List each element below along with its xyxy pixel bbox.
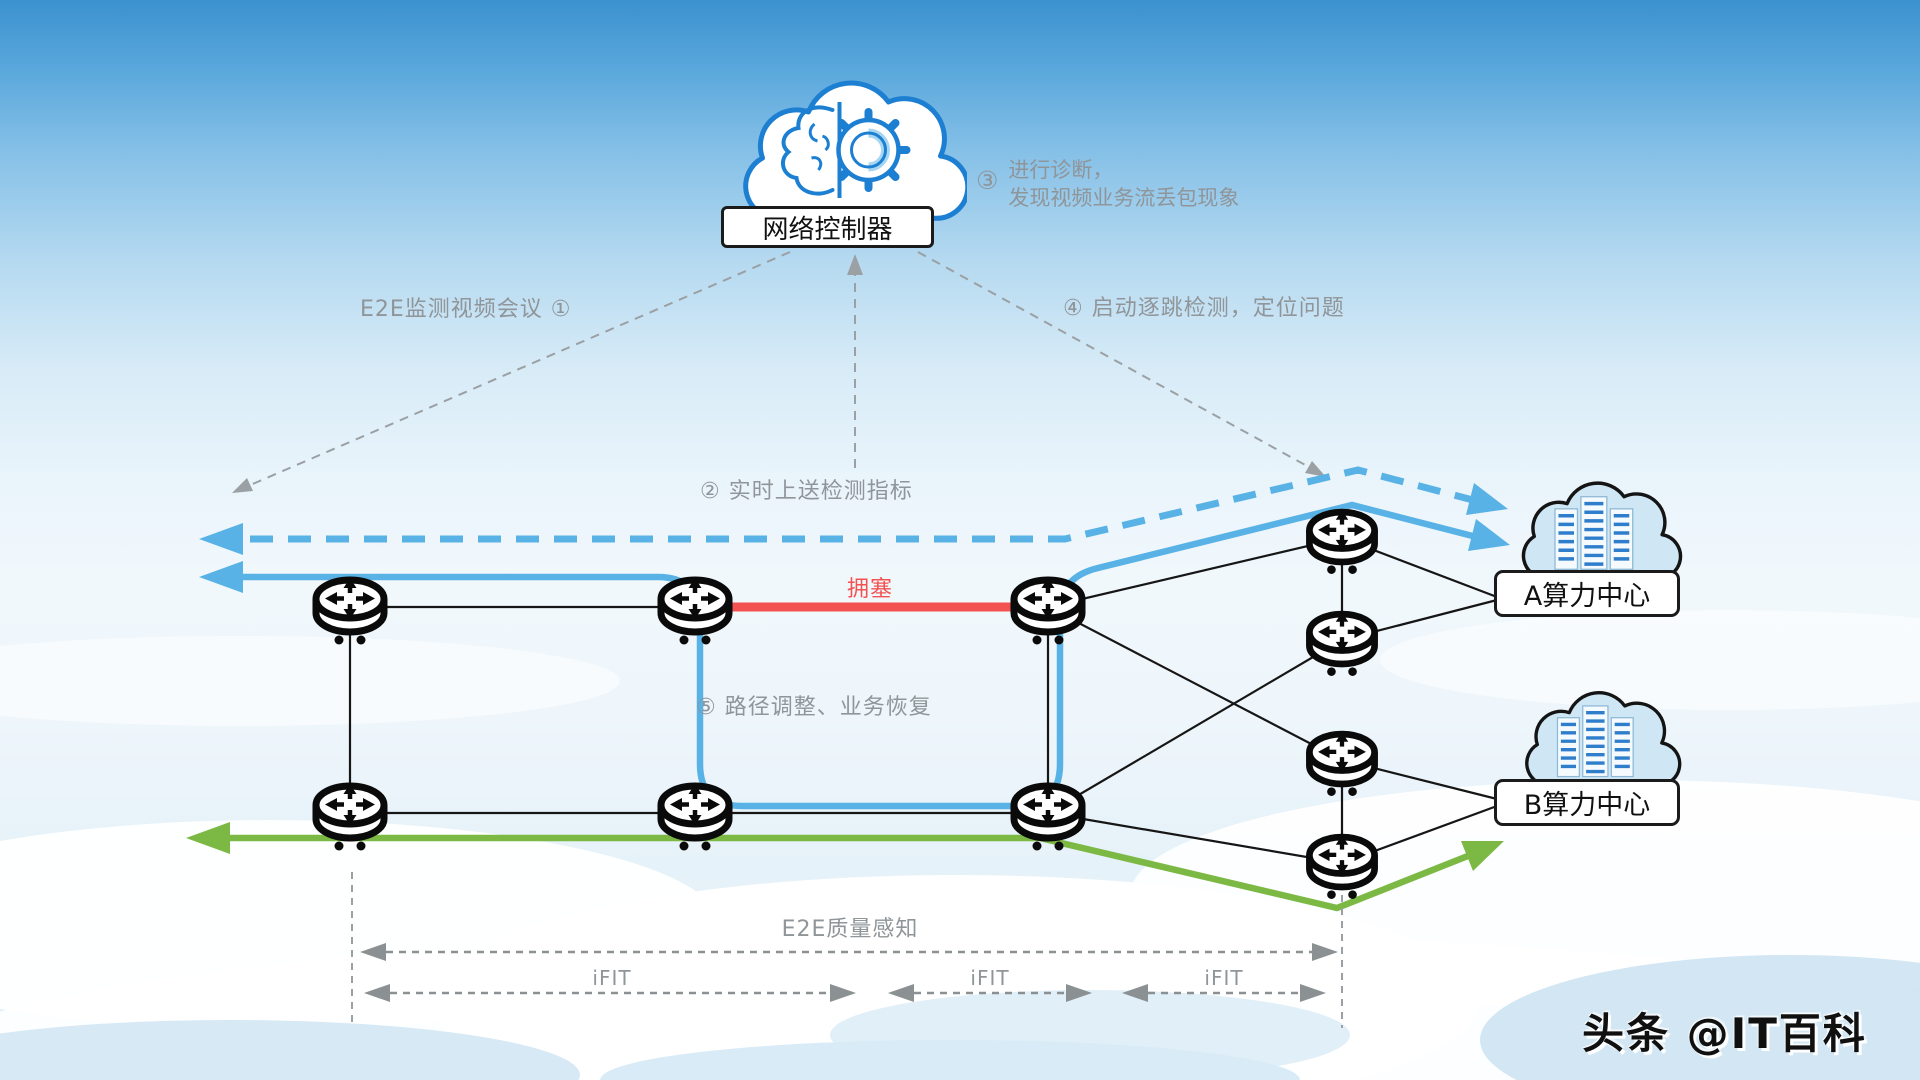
router-icon-r1: [316, 578, 384, 645]
controller-to-right-dashed-line: [917, 251, 1319, 473]
measure-arrowheads: [360, 943, 1338, 1002]
datacenter-cloud-b: [1525, 691, 1682, 787]
upload-arrowhead: [847, 254, 863, 275]
video-service-path-blue: [208, 501, 1500, 810]
router-icon-r2: [661, 578, 729, 645]
link-r6-rr2: [1047, 639, 1343, 814]
right-dashed-arrowhead: [1305, 461, 1326, 477]
green-path-arrowhead-left: [186, 822, 230, 854]
link-r6-rr4: [1047, 811, 1343, 865]
step1-annotation: E2E监测视频会议 ①: [360, 297, 572, 322]
controller-to-left-dashed-line: [247, 251, 791, 487]
e2e-quality-label: E2E质量感知: [781, 917, 919, 942]
router-icon-rr2: [1309, 612, 1374, 676]
step4-annotation: ④ 启动逐跳检测，定位问题: [1063, 296, 1345, 321]
datacenter-cloud-a: [1521, 481, 1683, 580]
step3-badge: ③: [976, 166, 999, 195]
measure-arrows: [386, 950, 1312, 995]
cloud-band-right: [1380, 610, 1920, 710]
cloud-band-left: [0, 636, 620, 726]
compute-center-b-label: B算力中心: [1494, 779, 1680, 826]
step5-annotation: ⑤ 路径调整、业务恢复: [696, 695, 932, 720]
monitor-dashed-arrowhead-left: [199, 523, 243, 555]
ifit-label-1: iFIT: [592, 966, 632, 990]
router-icon-r3: [1014, 578, 1082, 645]
blue-path-arrowhead-right: [1468, 519, 1510, 551]
link-r3-rr1: [1047, 536, 1343, 609]
controller-cloud: [743, 80, 967, 221]
blue-path-arrowhead-left: [199, 561, 243, 593]
ifit-label-2: iFIT: [970, 966, 1010, 990]
controller-label: 网络控制器: [721, 206, 934, 248]
link-r3-rr3: [1047, 606, 1343, 761]
watermark: 头条 @IT百科: [1582, 1009, 1867, 1058]
monitor-dashed-arrowhead-right: [1466, 483, 1508, 515]
router-icon-rr3: [1309, 732, 1374, 796]
brain-gear-icon: [780, 102, 911, 198]
router-icon-rr4: [1309, 835, 1374, 899]
step3-line2: 发现视频业务流丢包现象: [1008, 186, 1240, 210]
monitor-path-dashed: [212, 466, 1493, 543]
controller-dashed-links: [247, 251, 1319, 487]
ifit-label-3: iFIT: [1204, 966, 1244, 990]
step3-annotation: ③ 进行诊断， 发现视频业务流丢包现象: [976, 156, 1239, 212]
green-path-arrowhead-right: [1461, 841, 1504, 871]
compute-center-a-label: A算力中心: [1494, 570, 1680, 617]
controller-dashed-arrowheads: [232, 254, 1326, 493]
step3-line1: 进行诊断，: [1008, 158, 1114, 182]
step3-text: 进行诊断， 发现视频业务流丢包现象: [1008, 156, 1239, 212]
step2-annotation: ② 实时上送检测指标: [700, 479, 913, 504]
congestion-label: 拥塞: [846, 577, 893, 602]
measure-guides: [351, 872, 1343, 1028]
router-icon-rr1: [1309, 510, 1374, 574]
left-dashed-arrowhead: [232, 478, 253, 493]
restored-path-green: [225, 834, 1490, 912]
